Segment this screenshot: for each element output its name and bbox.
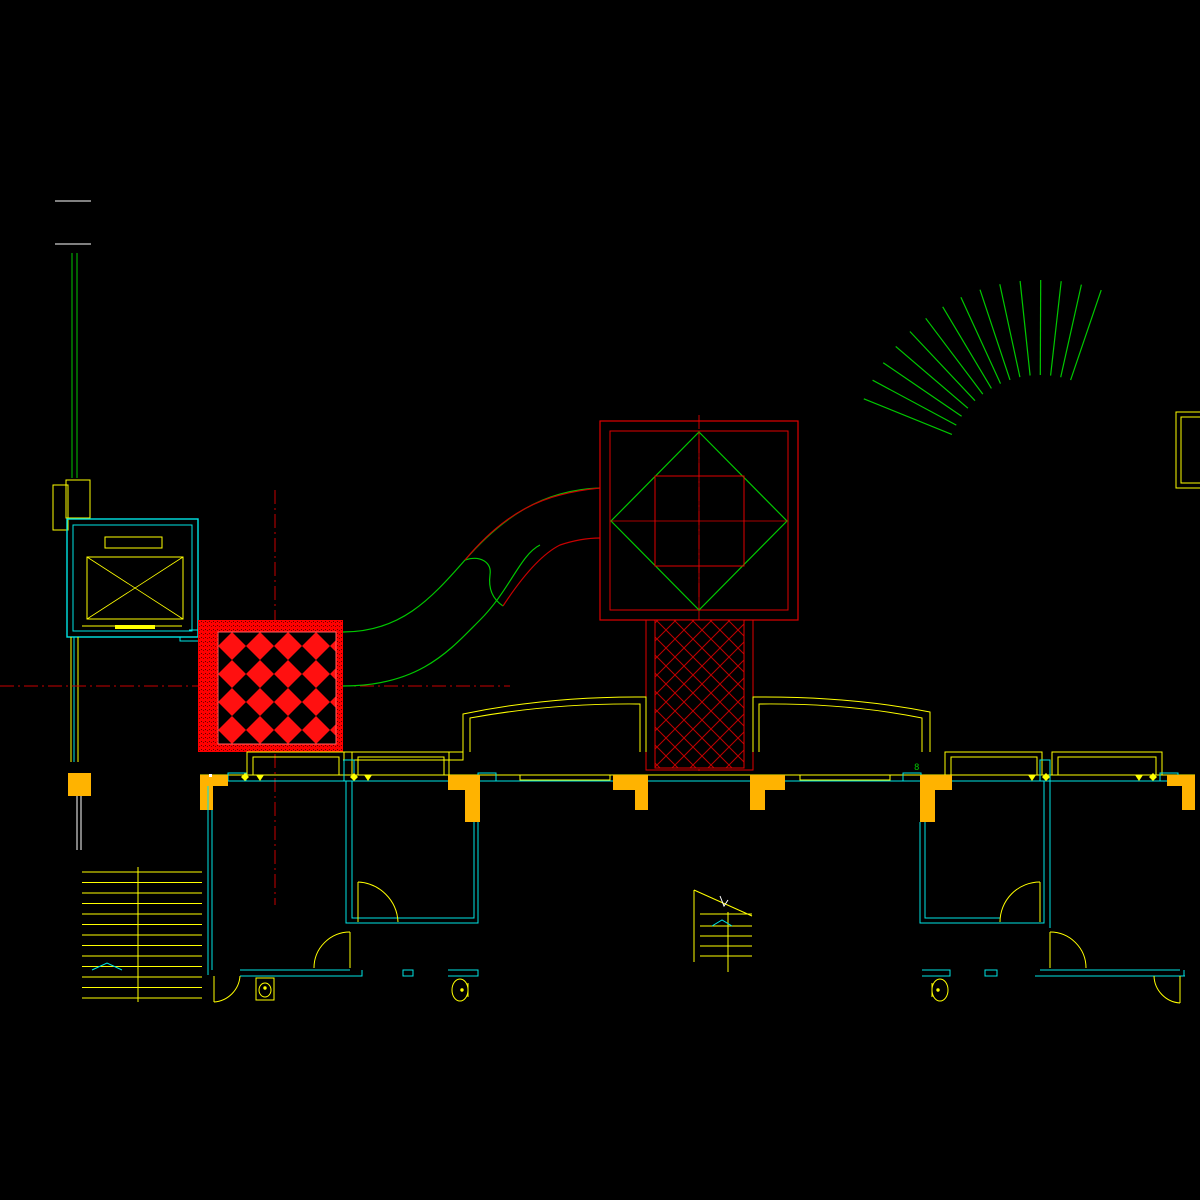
fan-stroke xyxy=(925,317,984,395)
canopy-right xyxy=(752,696,931,752)
fan-stroke xyxy=(863,398,953,435)
stair-arrow-icon xyxy=(91,962,123,971)
left-wall-strip xyxy=(68,637,91,850)
fan-stroke xyxy=(872,379,957,426)
pavilion xyxy=(599,420,799,621)
garden-path xyxy=(342,487,601,687)
door-swing-icon xyxy=(1049,931,1087,969)
toilet-icon xyxy=(931,978,949,1002)
left-stair xyxy=(82,867,202,1002)
fan-stroke xyxy=(1050,281,1062,376)
pavilion-walkway xyxy=(645,619,754,771)
fan-stroke xyxy=(909,331,976,402)
door-swing-icon xyxy=(213,975,241,1003)
lift-cross-icon xyxy=(86,556,184,620)
left-tower xyxy=(52,200,91,531)
window-markers xyxy=(241,773,1157,781)
toilet-icon xyxy=(451,978,469,1002)
fan-stroke xyxy=(895,345,969,409)
fan-stroke xyxy=(1060,284,1082,378)
right-door-swings xyxy=(999,881,1181,1004)
fan-stroke xyxy=(979,289,1011,381)
column-icon xyxy=(68,773,91,796)
canopy-left xyxy=(343,696,647,761)
fan-stroke xyxy=(1070,289,1102,381)
fan-stroke xyxy=(942,306,992,389)
door-swing-icon xyxy=(313,931,351,969)
door-swing-icon xyxy=(999,881,1041,923)
right-edge-frame xyxy=(1175,411,1200,489)
fan-stroke xyxy=(999,284,1021,378)
left-door-swings xyxy=(213,881,399,1003)
left-rooms xyxy=(207,781,479,977)
room-tag: 8 xyxy=(914,763,919,773)
front-wall xyxy=(200,751,1195,782)
landscape-fan xyxy=(863,279,1102,435)
right-rooms xyxy=(919,781,1185,977)
fan-stroke xyxy=(1019,280,1031,376)
door-swing-icon xyxy=(357,881,399,923)
center-stair xyxy=(693,889,753,972)
washbasin-icon xyxy=(255,977,275,1001)
fan-stroke xyxy=(960,296,1002,384)
door-swing-icon xyxy=(1153,975,1181,1004)
columns xyxy=(200,774,1195,822)
paving-square xyxy=(198,620,343,752)
fan-stroke xyxy=(882,362,962,417)
lift-shaft xyxy=(66,518,208,676)
